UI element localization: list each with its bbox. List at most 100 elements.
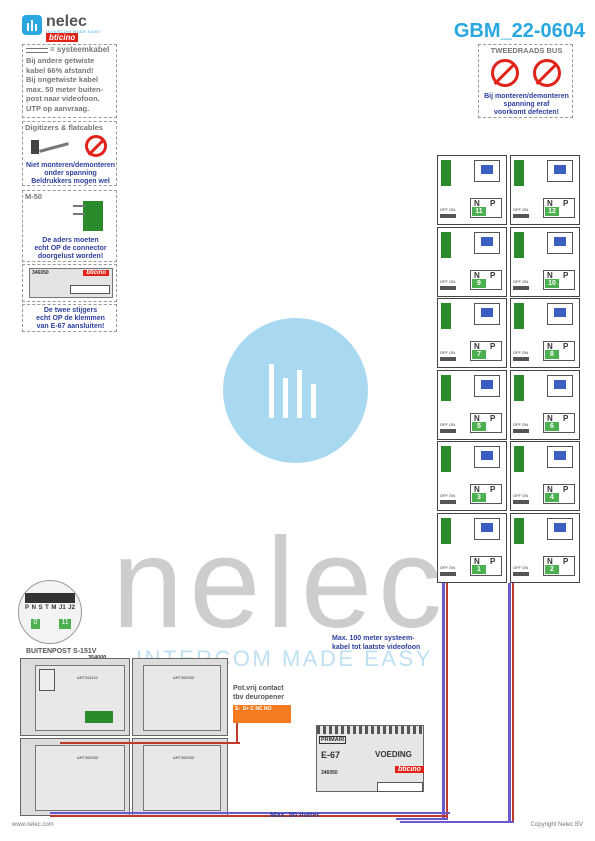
no-voltage-icon xyxy=(85,135,107,157)
cell-number: 9 xyxy=(472,278,486,288)
door-contact-terminal: S- S+ C NC NO xyxy=(233,705,291,723)
terminal-block xyxy=(514,303,524,329)
offon-label: OFF ON xyxy=(440,207,456,212)
cell-number: 3 xyxy=(472,493,486,502)
connector-label: M xyxy=(51,605,57,611)
cell-number: 1 xyxy=(472,564,486,574)
switch xyxy=(513,428,529,433)
offon-label: OFF ON xyxy=(440,350,456,355)
m50-title: M-50 xyxy=(25,192,43,201)
cell-number: 2 xyxy=(545,564,559,574)
connector-label: J2 xyxy=(68,605,75,611)
connector-label: S xyxy=(38,605,43,611)
digitizers-note: Digitizers & flatcables Niet monteren/de… xyxy=(22,121,117,186)
switch xyxy=(513,214,529,218)
cable-symbol-icon xyxy=(26,48,48,53)
cell-number: 6 xyxy=(545,421,559,431)
offon-label: OFF ON xyxy=(513,207,529,212)
buitenpost-module-1: ART331101 xyxy=(20,658,130,736)
contact-title: Pot.vrij contact tbv deuropener xyxy=(233,685,284,701)
offon-label: OFF ON xyxy=(440,278,456,284)
monitor-icon xyxy=(474,517,500,540)
watermark-logo-circle xyxy=(223,318,368,463)
cell-number: 5 xyxy=(472,421,486,431)
bus-warning: Bij monteren/demonteren spanning eraf vo… xyxy=(484,93,569,116)
bus-title: TWEEDRAADS BUS xyxy=(490,46,563,55)
cell-number: 8 xyxy=(545,350,559,359)
monitor-icon xyxy=(547,374,573,397)
voeding-label: VOEDING xyxy=(375,750,412,759)
cell-number: 10 xyxy=(545,278,559,288)
switch xyxy=(440,357,456,361)
buitenpost-module-3: ART352000 xyxy=(20,738,130,816)
no-unplug-icon xyxy=(491,59,519,87)
m50-connector-icon xyxy=(83,201,103,231)
switch xyxy=(513,357,529,361)
module-note: 346050 bticino xyxy=(22,264,117,302)
power-module-icon: 346050 bticino xyxy=(29,268,113,298)
switch xyxy=(513,285,529,290)
switch xyxy=(440,571,456,576)
brand-name: nelec xyxy=(46,13,87,30)
connector-label: P xyxy=(25,605,30,611)
voeding-e67: PRIMAIR E-67 VOEDING 346050 bticino xyxy=(316,725,424,792)
monitor-icon xyxy=(547,446,573,468)
offon-label: OFF ON xyxy=(513,493,529,498)
nelec-logo-icon xyxy=(22,15,42,35)
no-voltage-icon xyxy=(533,59,561,87)
cell-number: 4 xyxy=(545,493,559,502)
footer-website: www.nelec.com xyxy=(12,822,54,828)
offon-label: OFF ON xyxy=(513,350,529,355)
buitenpost-module-2: ART352000 xyxy=(132,658,228,736)
offon-label: OFF ON xyxy=(513,278,529,284)
monitor-icon xyxy=(474,446,500,468)
buitenpost-module-4: ART352000 xyxy=(132,738,228,816)
cable-note: Max. 100 meter systeem- kabel tot laatst… xyxy=(332,635,421,651)
digitizers-warning: Niet monteren/demonteren onder spanning … xyxy=(25,162,116,185)
m50-warning: De aders moeten echt OP de connector doo… xyxy=(34,237,107,260)
terminal-block xyxy=(441,303,451,329)
switch xyxy=(440,500,456,504)
flatcable-icon xyxy=(31,136,71,158)
systeemkabel-label: = systeemkabel xyxy=(50,45,110,54)
terminal-block xyxy=(514,231,524,258)
camera-icon xyxy=(39,669,55,691)
voeding-model: E-67 xyxy=(321,750,341,760)
monitor-icon xyxy=(474,303,500,325)
switch xyxy=(440,285,456,290)
monitor-icon xyxy=(547,303,573,325)
connector-value-left: 0 xyxy=(31,619,40,629)
stijgers-note: De twee stijgers echt OP de klemmen van … xyxy=(22,304,117,332)
terminal-block xyxy=(441,517,451,544)
offon-label: OFF ON xyxy=(440,493,456,498)
monitor-icon xyxy=(547,517,573,540)
connector-label: N xyxy=(31,605,36,611)
terminal-block xyxy=(514,517,524,544)
terminal-block xyxy=(441,446,451,472)
bus-note: TWEEDRAADS BUS Bij monteren/demonteren s… xyxy=(478,44,573,118)
max-50-note: Max. 50 meter xyxy=(270,810,320,819)
systeemkabel-note: = systeemkabel Bij andere getwiste kabel… xyxy=(22,44,117,118)
cell-number: 11 xyxy=(472,207,486,216)
brand-tagline: INTERCOM MADE EASY xyxy=(46,29,101,34)
switch xyxy=(440,428,456,433)
terminal-block xyxy=(441,231,451,258)
page-title: GBM_22-0604 xyxy=(453,20,585,42)
